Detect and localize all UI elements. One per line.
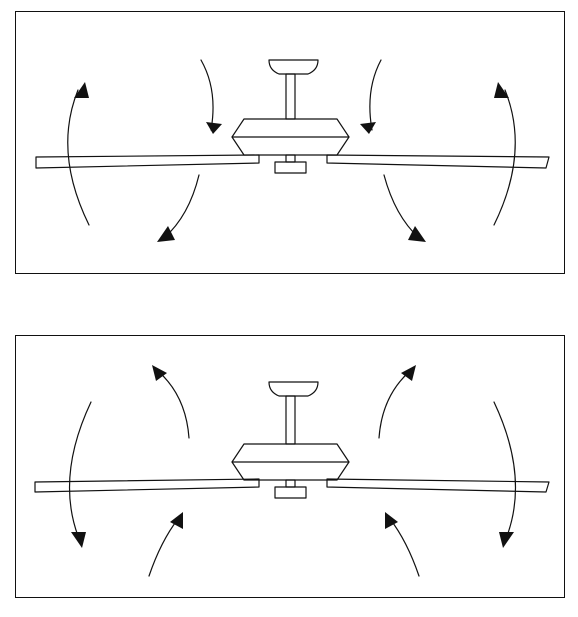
arrowhead [71, 532, 86, 548]
airflow-arrow-icon [369, 59, 382, 131]
fan-light-kit [274, 486, 307, 499]
fan-blade-right [326, 478, 550, 493]
arrowhead [360, 122, 376, 134]
arrowhead [499, 532, 514, 548]
fan-diagram-bottom [34, 365, 550, 577]
arrowhead [157, 226, 175, 242]
fan-light-stem [285, 154, 296, 163]
airflow-panel-upward [15, 335, 565, 598]
fan-canopy [268, 381, 319, 397]
fan-blade-left [35, 154, 260, 169]
fan-downrod [285, 395, 296, 445]
airflow-arrow-icon [148, 518, 179, 577]
fan-blade-right [326, 154, 550, 169]
arrowhead [74, 82, 89, 98]
airflow-arrow-icon [493, 89, 516, 226]
fan-light-kit [274, 161, 307, 174]
arrowhead [408, 226, 426, 242]
airflow-arrow-icon [200, 59, 214, 131]
fan-canopy [268, 59, 319, 75]
airflow-arrow-icon [378, 370, 411, 439]
airflow-arrow-icon [68, 401, 92, 537]
fan-diagram-top [35, 59, 550, 242]
arrowhead [401, 365, 416, 381]
airflow-arrow-icon [389, 518, 420, 577]
arrowhead [494, 82, 509, 98]
fan-light-stem [285, 479, 296, 488]
arrowhead [206, 122, 222, 134]
arrowhead [170, 512, 183, 529]
airflow-panel-downward [15, 11, 565, 274]
arrowhead [385, 512, 398, 529]
arrowhead [152, 365, 167, 381]
fan-downrod [285, 73, 296, 120]
airflow-arrow-icon [157, 370, 190, 439]
airflow-arrow-icon [67, 89, 90, 226]
airflow-arrow-icon [493, 401, 517, 537]
fan-blade-left [34, 478, 260, 493]
